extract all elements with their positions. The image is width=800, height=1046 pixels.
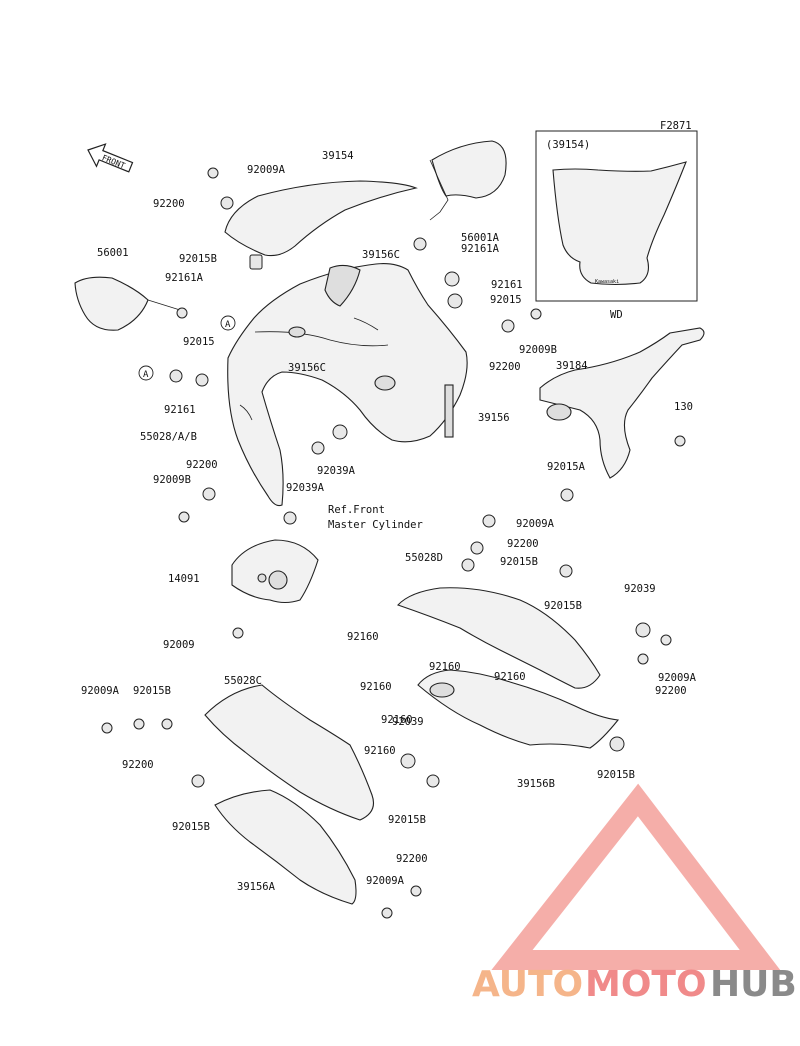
part-number-label: 92015B	[133, 685, 171, 697]
part-number-label: 92200	[186, 459, 218, 471]
part-number-label: 92015B	[388, 814, 426, 826]
part-number-label: 92039A	[317, 465, 356, 477]
svg-text:A: A	[225, 320, 231, 330]
part-number-label: 92015B	[597, 769, 635, 781]
part-number-label: 92009A	[516, 518, 555, 530]
part-number-label: 92015B	[544, 600, 582, 612]
part-number-label: 56001	[97, 247, 129, 259]
part-number-label: 55028C	[224, 675, 262, 687]
part-number-label: 39156C	[288, 362, 326, 374]
part-number-label: 92200	[489, 361, 521, 373]
inset-windscreen-wd: (39154) Kawasaki WD	[535, 130, 698, 321]
part-number-label: 55028/A/B	[140, 431, 197, 443]
part-number-label: 92160	[347, 631, 379, 643]
part-number-label: 92009B	[519, 344, 557, 356]
part-number-label: 92009A	[247, 164, 286, 176]
callout-marker-a-lower: A	[138, 365, 154, 381]
reference-note-line1: Ref.Front	[328, 504, 385, 516]
part-number-label: 92160	[364, 745, 396, 757]
fastener-group	[101, 167, 686, 919]
part-number-label: 92009B	[153, 474, 191, 486]
part-number-label: 92161	[491, 279, 523, 291]
left-mirror-part	[74, 276, 149, 331]
reference-note-line2: Master Cylinder	[328, 519, 423, 531]
part-number-label: 92039A	[286, 482, 325, 494]
part-number-label: 92009A	[366, 875, 405, 887]
part-number-label: 92200	[153, 198, 185, 210]
inset-variant-label: WD	[610, 309, 623, 321]
figure-code: F2871	[660, 120, 692, 132]
part-number-label: 39156C	[362, 249, 400, 261]
part-number-label: 92160	[381, 714, 413, 726]
callout-marker-a-upper: A	[220, 315, 236, 331]
cowl-bracket-part	[539, 327, 705, 479]
part-number-label: 92200	[507, 538, 539, 550]
part-number-label: 92161A	[461, 243, 500, 255]
front-direction-arrow-icon: FRONT	[87, 143, 134, 173]
part-number-label: 92015	[490, 294, 522, 306]
part-number-label: 39156B	[517, 778, 555, 790]
part-number-label: 130	[674, 401, 693, 413]
windscreen-part	[224, 180, 418, 257]
watermark-logo: AUTO MOTO HUB	[472, 783, 797, 1005]
right-mirror-part	[431, 140, 507, 199]
part-number-label: 92015B	[179, 253, 217, 265]
part-number-label: 92009A	[81, 685, 120, 697]
part-number-label: 92200	[122, 759, 154, 771]
watermark-text-hub: HUB	[710, 964, 797, 1005]
lower-right-panel-part	[417, 669, 620, 749]
inset-part-ref: (39154)	[546, 139, 590, 151]
right-side-fairing-part	[397, 587, 601, 689]
part-number-label: 39156	[478, 412, 510, 424]
watermark-text-moto: MOTO	[585, 964, 707, 1005]
part-number-label: 92015A	[547, 461, 586, 473]
part-number-label: 92161A	[165, 272, 204, 284]
part-number-label: 92160	[494, 671, 526, 683]
part-number-label: 55028D	[405, 552, 443, 564]
part-number-label: 92160	[360, 681, 392, 693]
part-number-label: 92015B	[172, 821, 210, 833]
trim-strip-part	[444, 384, 454, 438]
part-number-label: 92200	[396, 853, 428, 865]
part-number-label: 56001A	[461, 232, 500, 244]
part-number-label: 14091	[168, 573, 200, 585]
part-number-label: 92009A	[658, 672, 697, 684]
part-number-label: 39154	[322, 150, 354, 162]
part-number-label: 92015	[183, 336, 215, 348]
part-number-label: 92200	[655, 685, 687, 697]
watermark-text-auto: AUTO	[472, 964, 583, 1005]
part-number-label: 92009	[163, 639, 195, 651]
part-number-label: 92160	[429, 661, 461, 673]
part-number-label: 39156A	[237, 881, 276, 893]
upper-cowl-part	[227, 263, 468, 507]
part-number-label: 92015B	[500, 556, 538, 568]
triangle-m-logo-icon	[491, 783, 781, 970]
part-number-label: 92161	[164, 404, 196, 416]
left-side-fairing-part	[204, 684, 375, 821]
svg-text:A: A	[143, 370, 149, 380]
inset-badge-text: Kawasaki	[595, 279, 619, 285]
lower-left-panel-part	[214, 789, 357, 905]
part-number-label: 92039	[624, 583, 656, 595]
part-number-label: 92039	[392, 716, 424, 728]
part-number-label: 39184	[556, 360, 588, 372]
inner-cover-part	[324, 264, 361, 307]
